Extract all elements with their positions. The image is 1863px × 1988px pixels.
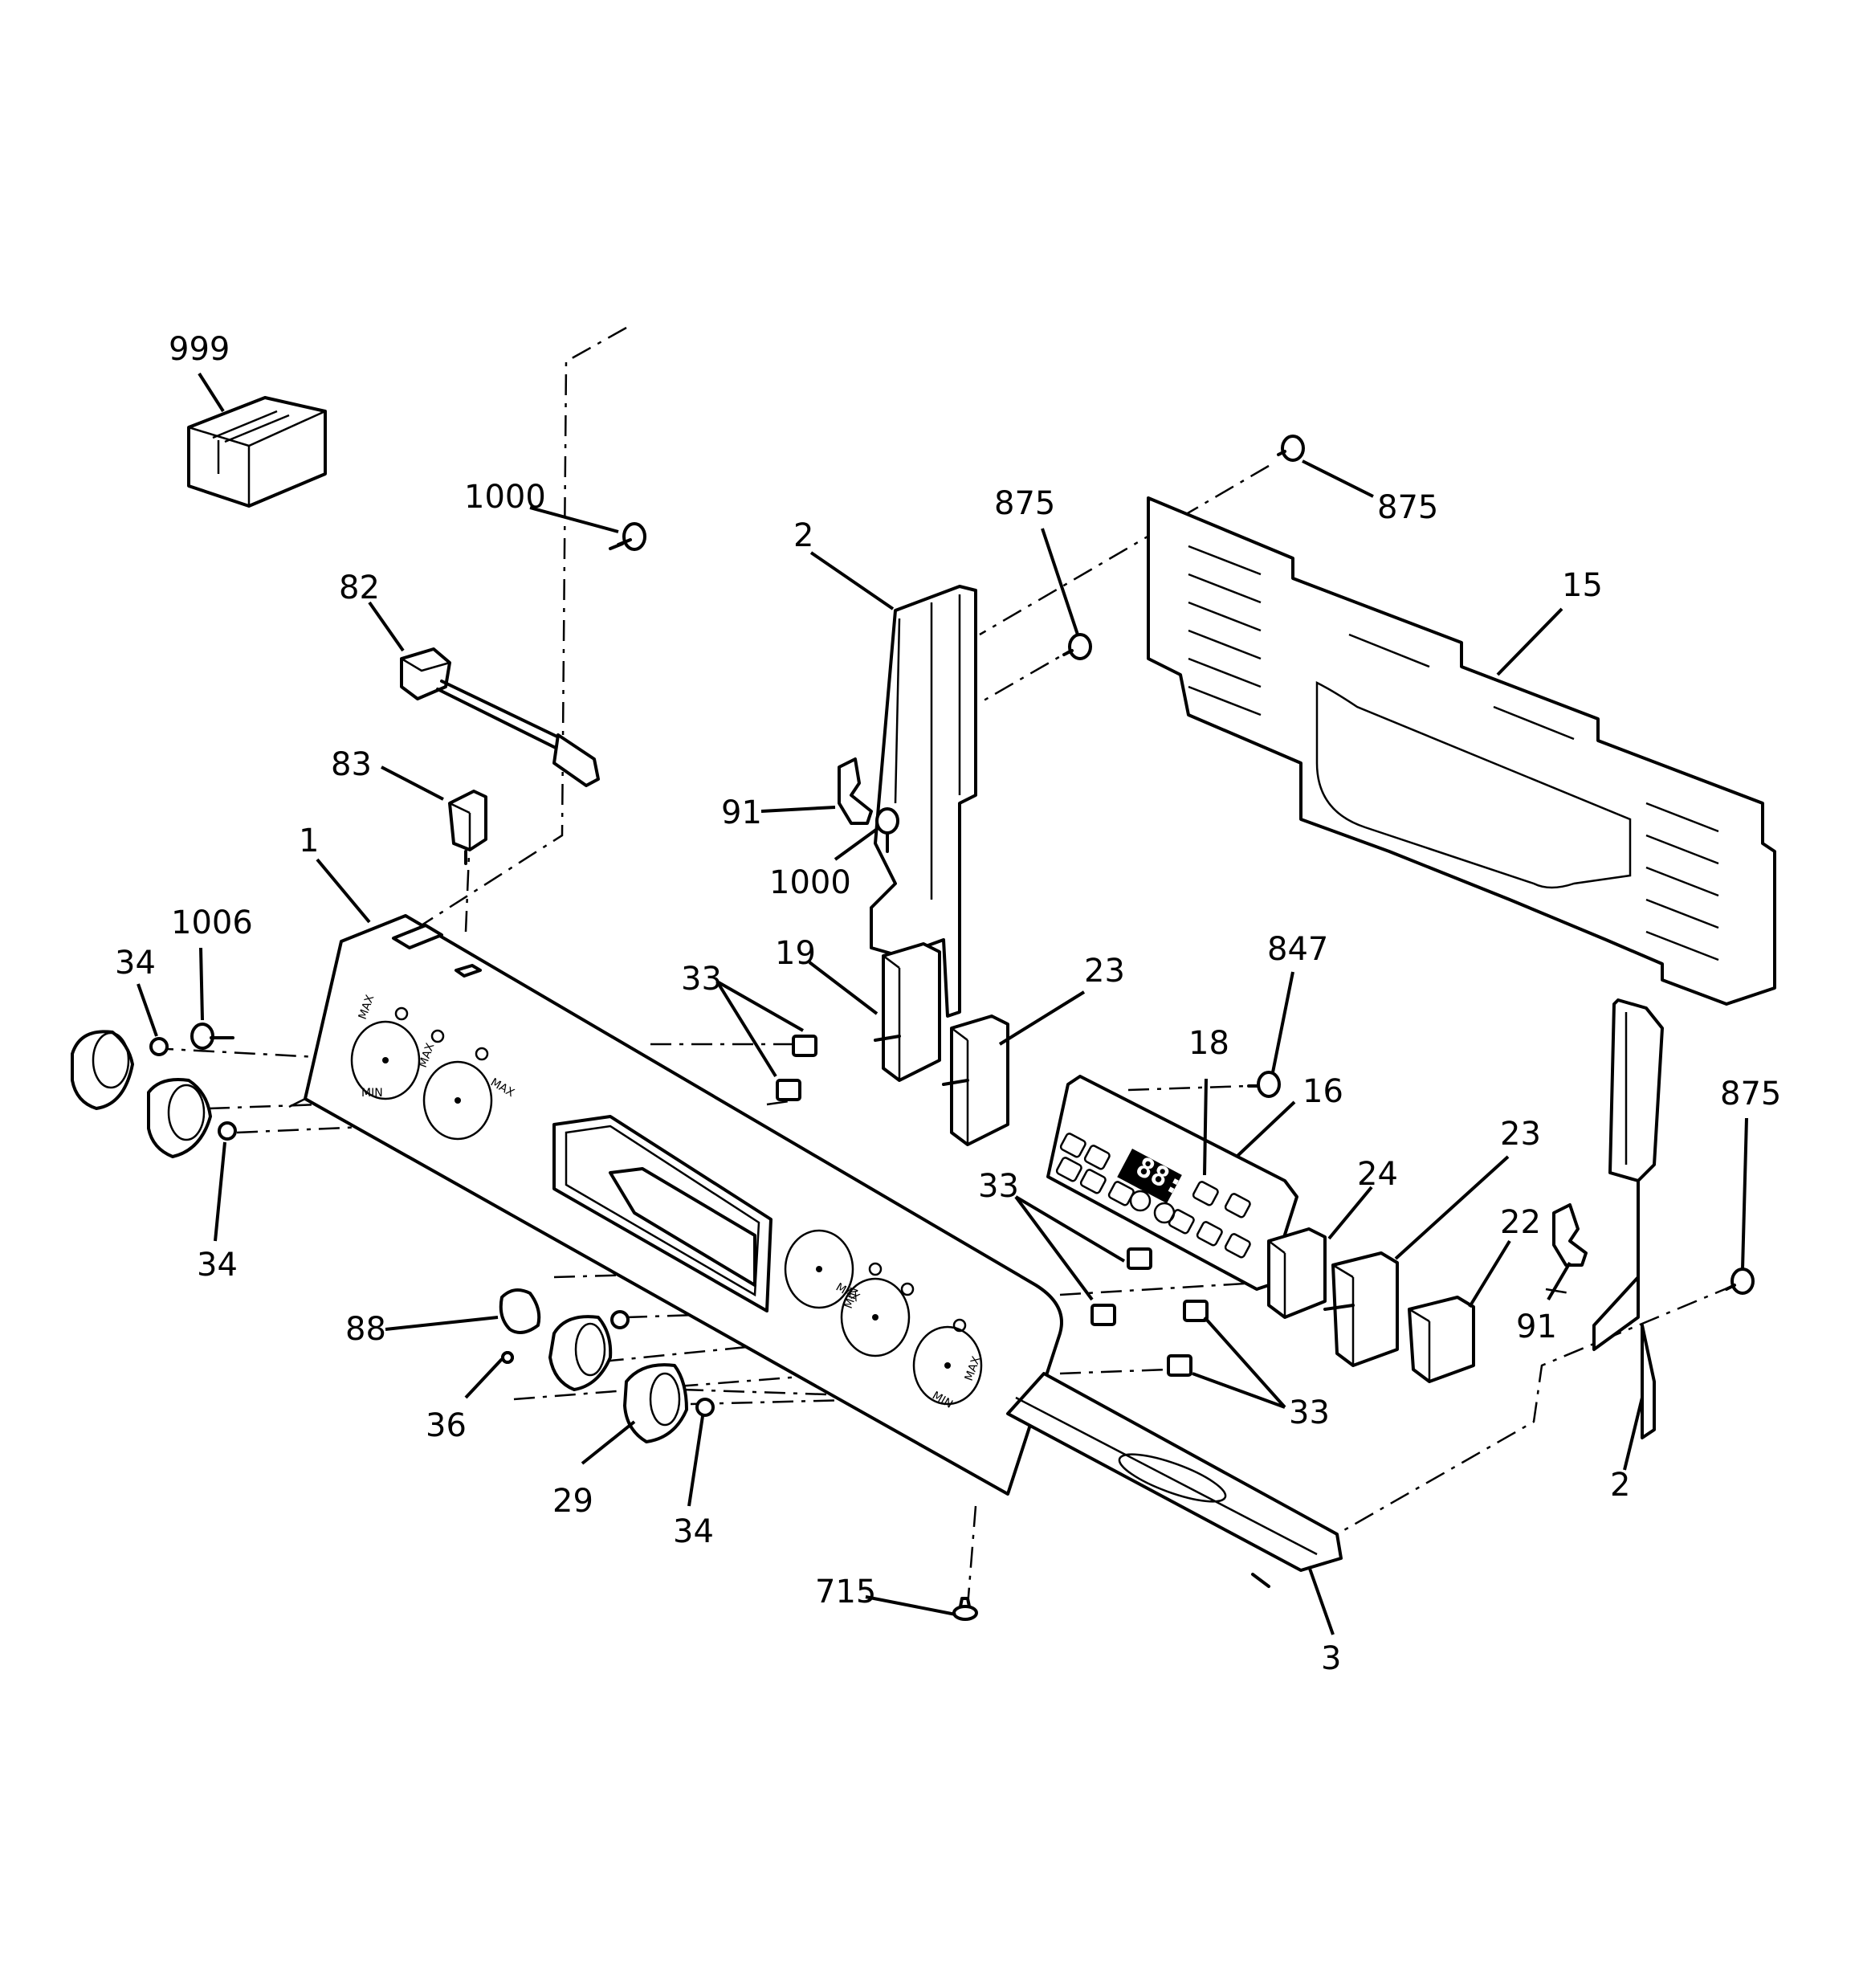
callout-91-right: 91 bbox=[1516, 1308, 1557, 1345]
switch-22 bbox=[1408, 1296, 1475, 1383]
callout-34-center: 34 bbox=[673, 1513, 714, 1550]
bracket-91-right bbox=[1552, 1203, 1588, 1267]
knob-insert-34 bbox=[149, 1037, 715, 1417]
callout-23-top: 23 bbox=[1084, 953, 1125, 990]
callout-1006: 1006 bbox=[171, 904, 253, 941]
callout-36: 36 bbox=[426, 1407, 467, 1444]
screw-847 bbox=[1247, 1071, 1281, 1098]
leader-lines bbox=[137, 372, 1748, 1635]
callout-88: 88 bbox=[345, 1311, 386, 1348]
oven-control-16: 88:88 bbox=[1046, 1075, 1298, 1291]
callout-23-right: 23 bbox=[1500, 1116, 1541, 1153]
callout-labels: 999 1000 82 83 1 1006 34 34 2 875 875 15… bbox=[115, 331, 1781, 1677]
clips-33 bbox=[776, 1035, 1209, 1377]
callout-33-mid: 33 bbox=[978, 1168, 1019, 1205]
infinite-switch-19 bbox=[874, 942, 941, 1082]
screw-875-right bbox=[1725, 1268, 1755, 1295]
callout-2-left: 2 bbox=[793, 517, 813, 554]
callout-1000-top: 1000 bbox=[464, 479, 546, 516]
screw-875-mid bbox=[1062, 633, 1092, 660]
callout-19: 19 bbox=[775, 935, 816, 972]
callout-18: 18 bbox=[1188, 1025, 1229, 1062]
callout-875-mid: 875 bbox=[994, 485, 1055, 522]
callout-34-left-bottom: 34 bbox=[197, 1247, 238, 1284]
callout-715: 715 bbox=[815, 1574, 876, 1610]
callout-1: 1 bbox=[299, 823, 319, 859]
callout-847: 847 bbox=[1267, 931, 1328, 968]
callout-999: 999 bbox=[169, 331, 230, 368]
callout-33-top: 33 bbox=[681, 961, 722, 998]
callout-1000-mid: 1000 bbox=[769, 864, 851, 901]
screw-1000-mid bbox=[875, 807, 899, 853]
screw-1006 bbox=[190, 1023, 234, 1050]
callout-24: 24 bbox=[1357, 1156, 1398, 1193]
switch-24 bbox=[1267, 1227, 1327, 1319]
screw-1000-top bbox=[609, 522, 646, 551]
control-panel: MAX MAX MAX MAX MIN MAX MIN MIN bbox=[288, 914, 1063, 1496]
callout-16: 16 bbox=[1302, 1073, 1343, 1110]
callout-875-top: 875 bbox=[1377, 489, 1438, 526]
screw-875-top bbox=[1277, 435, 1305, 462]
literature-box bbox=[187, 396, 327, 508]
callout-83: 83 bbox=[331, 746, 372, 783]
infinite-switch-23a bbox=[942, 1014, 1009, 1146]
bracket-91-left bbox=[838, 757, 873, 825]
callout-91-left: 91 bbox=[721, 794, 762, 831]
callout-22: 22 bbox=[1500, 1204, 1541, 1241]
callout-2-right: 2 bbox=[1610, 1467, 1630, 1504]
svg-text:MIN: MIN bbox=[361, 1087, 383, 1100]
end-cap-right bbox=[1592, 998, 1664, 1439]
surface-knobs-center bbox=[499, 1288, 688, 1443]
callout-875-right: 875 bbox=[1720, 1076, 1781, 1112]
callout-15: 15 bbox=[1562, 567, 1603, 604]
callout-3: 3 bbox=[1321, 1640, 1341, 1677]
infinite-switch-23b bbox=[1323, 1251, 1399, 1367]
callout-82: 82 bbox=[339, 569, 380, 606]
switch bbox=[448, 790, 487, 865]
wire-harness bbox=[400, 647, 600, 787]
end-cap-left bbox=[870, 585, 977, 1018]
trim-3 bbox=[1006, 1372, 1343, 1588]
screw-36 bbox=[501, 1351, 514, 1364]
callout-34-left-top: 34 bbox=[115, 945, 156, 982]
callout-33-bottom: 33 bbox=[1289, 1394, 1330, 1431]
callout-29: 29 bbox=[552, 1483, 593, 1520]
surface-knobs-left bbox=[71, 1030, 212, 1158]
screw-715 bbox=[952, 1597, 978, 1621]
rear-cover-15 bbox=[1147, 496, 1776, 1006]
